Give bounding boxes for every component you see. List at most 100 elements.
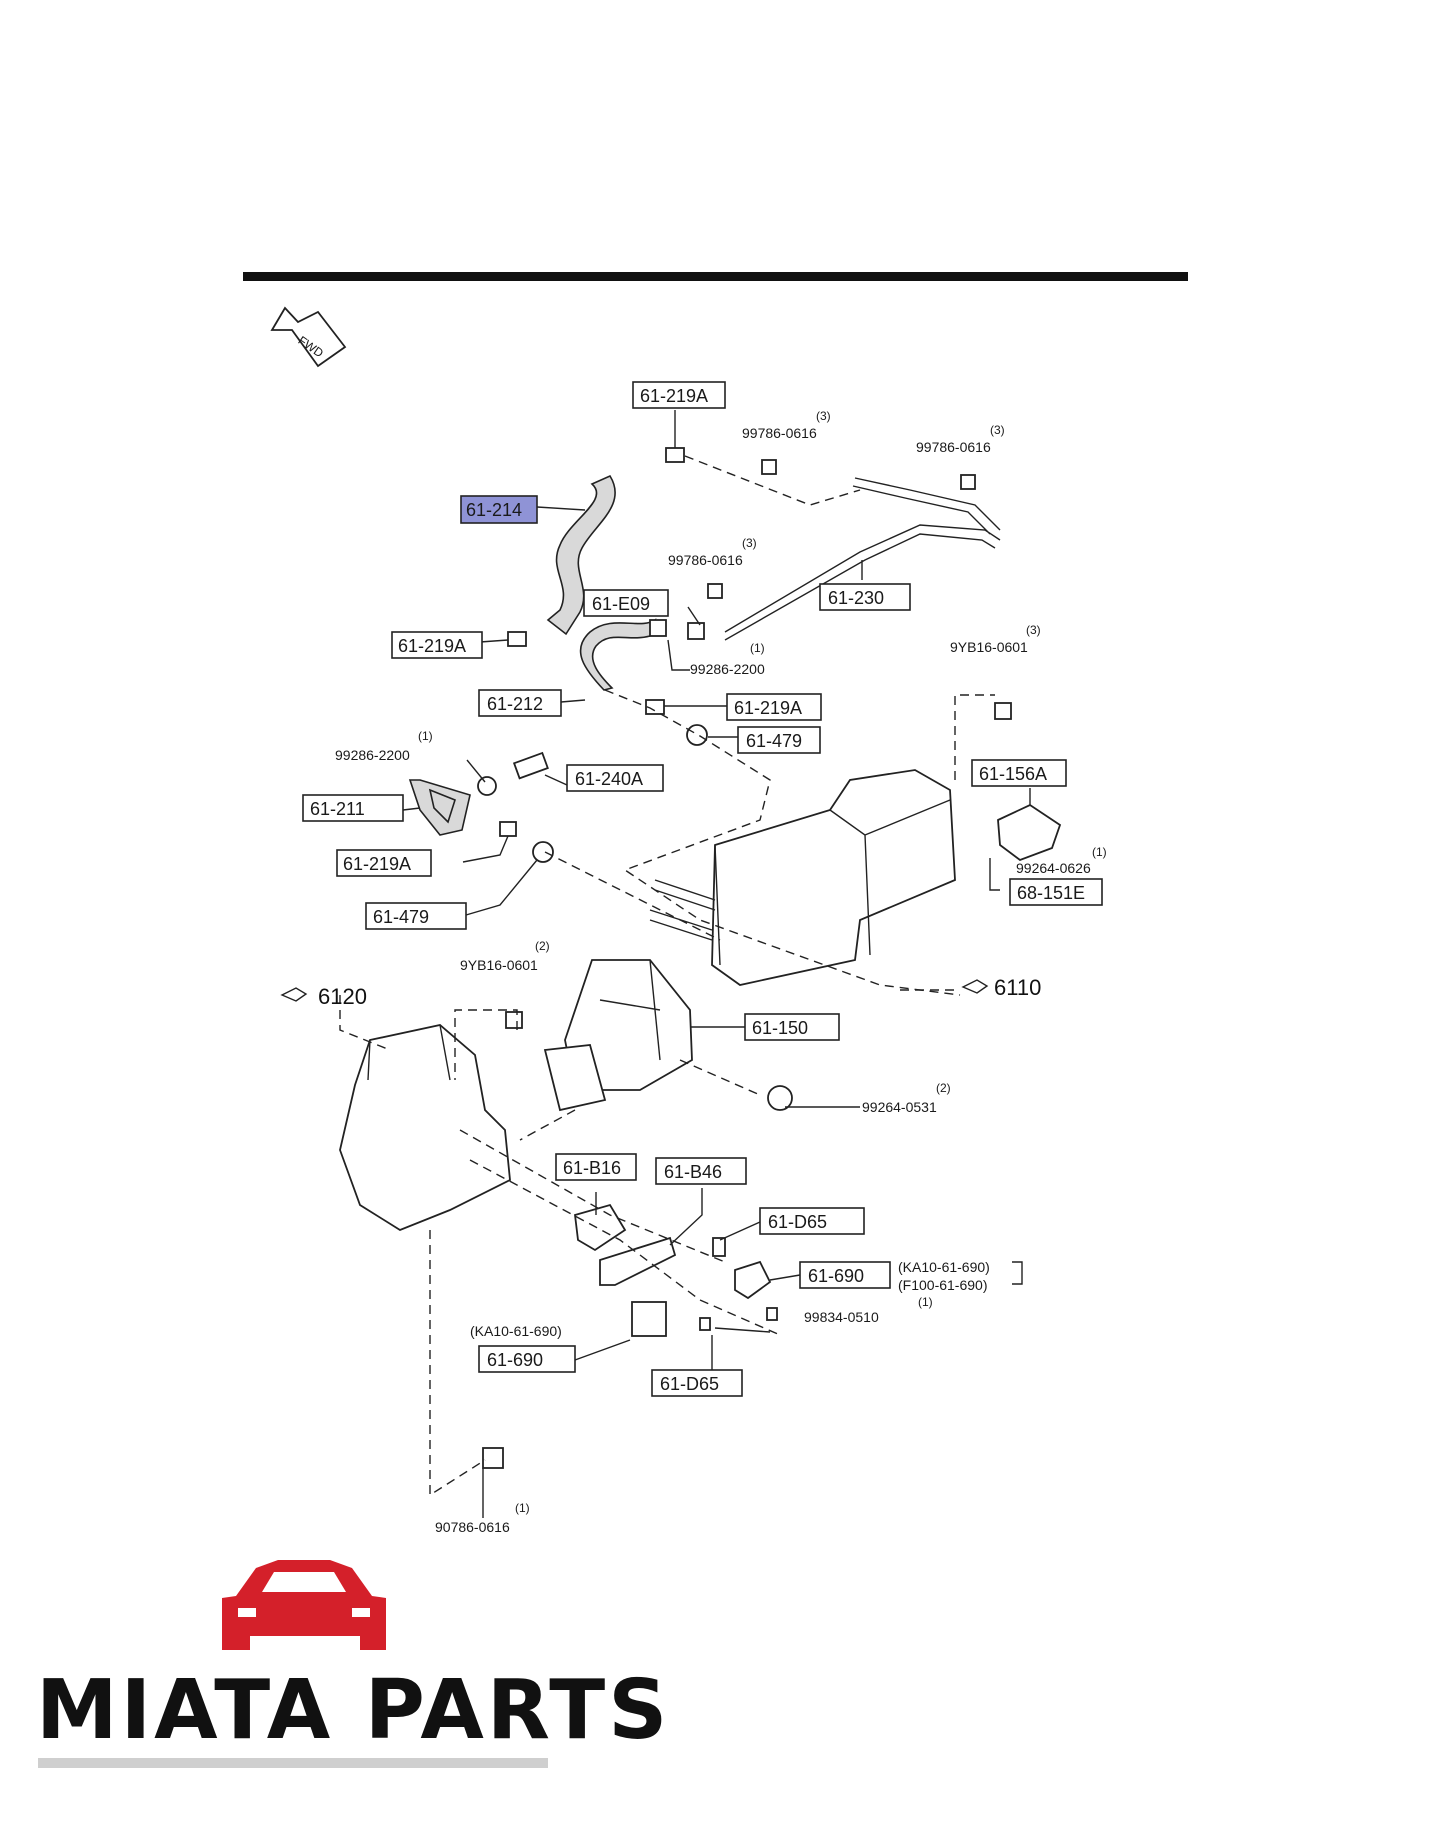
- qty-k: (1): [515, 1501, 530, 1515]
- qty-e: (3): [1026, 623, 1041, 637]
- callout-61-479-mid: 61-479: [746, 731, 802, 751]
- callout-61-e09-box: [583, 589, 669, 617]
- qty-i: (2): [936, 1081, 951, 1095]
- callout-61-219a-low: 61-219A: [343, 854, 411, 874]
- lower-case-6120: [339, 1024, 511, 1232]
- car-logo-icon: [222, 1560, 386, 1650]
- partnum-90786-0616: 90786-0616: [435, 1519, 510, 1535]
- grommet-low: [532, 841, 554, 863]
- callout-61-156a-box: [971, 759, 1067, 787]
- callout-61-e09: 61-E09: [592, 594, 650, 614]
- hose-61-212: [579, 618, 657, 691]
- hose-61-211: [408, 779, 471, 836]
- fwd-arrow-icon: FWD: [270, 306, 347, 368]
- callout-61-d65-right: 61-D65: [768, 1212, 827, 1232]
- brand-underline: [38, 1758, 548, 1768]
- qty-j: (1): [918, 1295, 933, 1309]
- callout-61-219a-top-box: [632, 381, 726, 409]
- callout-61-b46-box: [655, 1157, 747, 1185]
- clamp-mid: [645, 699, 665, 715]
- partnum-9yb16-0601-a: 9YB16-0601: [950, 639, 1028, 655]
- callout-61-230-box: [819, 583, 911, 611]
- clamp-low: [499, 821, 517, 837]
- partnum-f100-61-690-right: (F100-61-690): [898, 1277, 988, 1293]
- leader-lines: [402, 410, 1031, 1518]
- clamp-2200: [477, 776, 497, 796]
- partnum-99786-0616-b: 99786-0616: [916, 439, 991, 455]
- dashed-lines: [339, 455, 995, 1497]
- partnum-99286-2200-a: 99286-2200: [690, 661, 765, 677]
- callout-61-212-box: [478, 689, 562, 717]
- callout-61-b16: 61-B16: [563, 1158, 621, 1178]
- callout-61-479-low: 61-479: [373, 907, 429, 927]
- callout-68-151e: 68-151E: [1017, 883, 1085, 903]
- callout-61-240a-box: [566, 764, 664, 792]
- clamp-e09-b: [687, 622, 705, 640]
- bracket-61-b46: [599, 1236, 677, 1286]
- ref-6120-label: 6120: [318, 984, 367, 1009]
- brand-name: MIATA PARTS: [36, 1663, 670, 1758]
- fitting-240a: [512, 751, 549, 780]
- ref-6120-pointer-icon: [280, 987, 308, 1002]
- ref-6120: 6120: [280, 984, 367, 1009]
- callout-61-479-mid-box: [737, 726, 821, 754]
- partnum-9yb16-0601-b: 9YB16-0601: [460, 957, 538, 973]
- clamp-left: [507, 631, 527, 647]
- relay-61-690-right: [734, 1260, 772, 1300]
- callout-61-219a-left: 61-219A: [398, 636, 466, 656]
- callout-61-230: 61-230: [828, 588, 884, 608]
- bracket-61-156a: [997, 803, 1062, 862]
- qty-f: (1): [418, 729, 433, 743]
- qty-d: (1): [750, 641, 765, 655]
- partnum-99286-2200-b: 99286-2200: [335, 747, 410, 763]
- partnum-99264-0531: 99264-0531: [862, 1099, 937, 1115]
- hose-61-214: [546, 474, 616, 636]
- callout-61-214[interactable]: 61-214: [466, 500, 522, 520]
- ref-6110-label: 6110: [994, 975, 1041, 1000]
- partnum-99786-0616-a: 99786-0616: [742, 425, 817, 441]
- partnum-ka10-61-690-right: (KA10-61-690): [898, 1259, 990, 1275]
- callout-61-219a-mid: 61-219A: [734, 698, 802, 718]
- qty-c: (3): [742, 536, 757, 550]
- callout-61-219a-mid-box: [726, 693, 822, 721]
- callout-61-212: 61-212: [487, 694, 543, 714]
- qty-a: (3): [816, 409, 831, 423]
- callout-61-150-box: [744, 1013, 840, 1041]
- callout-61-690-left-box: [478, 1345, 576, 1373]
- callout-61-240a: 61-240A: [575, 769, 643, 789]
- callout-61-d65-bottom-box: [651, 1369, 743, 1397]
- ref-6110: 6110: [961, 975, 1041, 1000]
- clamp-e09-a: [649, 619, 667, 637]
- callout-61-211: 61-211: [310, 799, 365, 819]
- callout-61-b16-box: [555, 1153, 637, 1181]
- callout-61-214-box[interactable]: [460, 495, 538, 524]
- qty-b: (3): [990, 423, 1005, 437]
- partnum-99834-0510: 99834-0510: [804, 1309, 879, 1325]
- clamp-top: [665, 447, 685, 463]
- air-box-6110: [649, 769, 956, 986]
- callout-61-d65-bottom: 61-D65: [660, 1374, 719, 1394]
- callout-61-d65-right-box: [759, 1207, 865, 1235]
- callout-61-219a-top: 61-219A: [640, 386, 708, 406]
- partnum-99786-0616-c: 99786-0616: [668, 552, 743, 568]
- qty-g: (1): [1092, 845, 1107, 859]
- callout-61-b46: 61-B46: [664, 1162, 722, 1182]
- grommet-mid: [686, 724, 708, 746]
- qty-h: (2): [535, 939, 550, 953]
- callout-61-219a-left-box: [391, 631, 483, 659]
- bracket-61-b16: [574, 1203, 627, 1252]
- relay-61-690-left: [631, 1301, 667, 1337]
- callout-61-219a-low-box: [336, 849, 432, 877]
- header-rule: [243, 272, 1188, 281]
- callout-61-690-left: 61-690: [487, 1350, 543, 1370]
- bracket-mark: [1012, 1261, 1023, 1285]
- callout-68-151e-box: [1009, 878, 1103, 906]
- callout-61-211-box: [302, 794, 404, 822]
- callout-61-150: 61-150: [752, 1018, 808, 1038]
- duct-61-150: [543, 959, 693, 1112]
- screw-icons: [482, 459, 1012, 1469]
- partnum-99264-0626: 99264-0626: [1016, 860, 1091, 876]
- callout-61-479-low-box: [365, 902, 467, 930]
- partnum-ka10-61-690-left: (KA10-61-690): [470, 1323, 562, 1339]
